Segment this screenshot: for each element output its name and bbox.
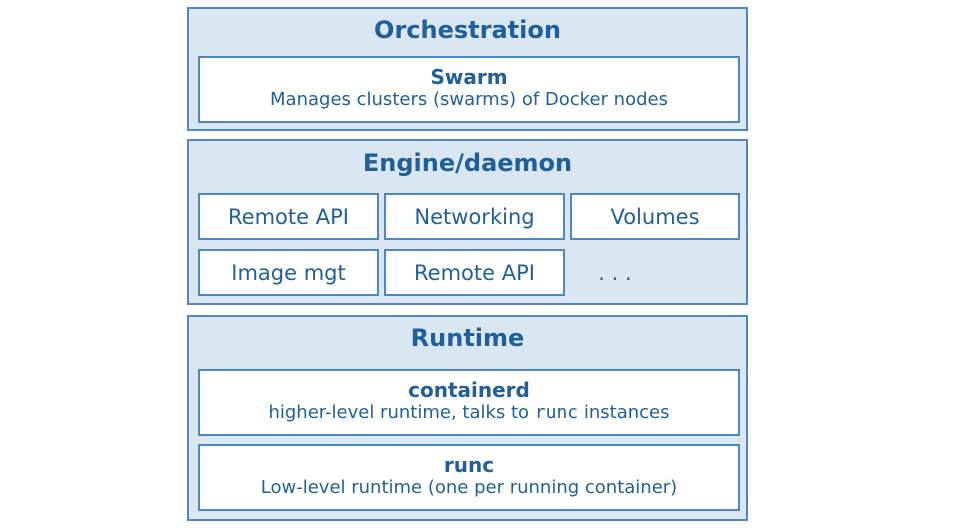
containerd-description-suffix: instances: [578, 402, 670, 423]
engine-component-remote-api: Remote API: [198, 193, 379, 240]
orchestration-title: Orchestration: [374, 16, 561, 44]
runc-title: runc: [443, 453, 495, 477]
containerd-box: containerd higher-level runtime, talks t…: [198, 369, 740, 436]
engine-component-volumes: Volumes: [570, 193, 740, 240]
orchestration-layer: Orchestration Swarm Manages clusters (sw…: [187, 7, 748, 131]
engine-component-networking: Networking: [384, 193, 565, 240]
containerd-title: containerd: [408, 378, 530, 402]
swarm-title: Swarm: [430, 65, 508, 89]
swarm-box: Swarm Manages clusters (swarms) of Docke…: [198, 56, 740, 123]
runc-box: runc Low-level runtime (one per running …: [198, 444, 740, 511]
containerd-description-code: runc: [534, 402, 579, 423]
runtime-layer: Runtime containerd higher-level runtime,…: [187, 315, 748, 521]
engine-component-more: . . .: [598, 260, 632, 285]
containerd-description: higher-level runtime, talks to runc inst…: [200, 402, 738, 424]
engine-layer: Engine/daemon Remote API Networking Volu…: [187, 139, 748, 305]
containerd-description-prefix: higher-level runtime, talks to: [268, 402, 535, 423]
engine-title: Engine/daemon: [362, 149, 573, 177]
engine-component-remote-api-2: Remote API: [384, 249, 565, 296]
engine-component-image-mgt: Image mgt: [198, 249, 379, 296]
swarm-description: Manages clusters (swarms) of Docker node…: [270, 89, 668, 110]
runc-description: Low-level runtime (one per running conta…: [260, 477, 678, 498]
runtime-title: Runtime: [410, 324, 525, 352]
